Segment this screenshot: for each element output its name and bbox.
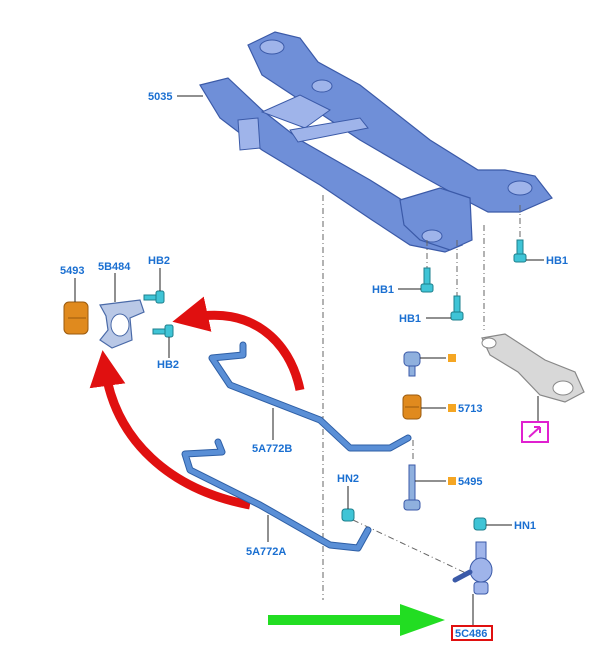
label-bar-a: 5A772A <box>246 546 286 558</box>
bolt-hb1-left-bottom[interactable] <box>450 295 464 321</box>
bolt-hb2-bottom[interactable] <box>152 324 174 338</box>
marker-5495 <box>448 477 456 485</box>
label-link: 5C486 <box>455 628 487 640</box>
stabilizer-bar-a[interactable] <box>181 438 372 552</box>
rear-subframe[interactable] <box>199 31 553 253</box>
link-highlight-box <box>451 625 493 641</box>
label-hn1: HN1 <box>514 520 536 532</box>
stud-top[interactable] <box>403 351 421 377</box>
red-arrow-upper <box>172 296 305 391</box>
nut-hn2[interactable] <box>341 508 355 522</box>
label-bushing: 5493 <box>60 265 84 277</box>
link-rod-5495[interactable] <box>403 464 421 511</box>
marker-5713 <box>448 404 456 412</box>
label-hb1-left-bottom: HB1 <box>399 313 421 325</box>
label-hb1-left-top: HB1 <box>372 284 394 296</box>
bump-stop-5713[interactable] <box>402 394 422 420</box>
stabilizer-bushing[interactable] <box>63 301 89 335</box>
bolt-hb2-top[interactable] <box>143 290 165 304</box>
rear-lower-arm[interactable] <box>481 333 585 403</box>
label-hb1-right: HB1 <box>546 255 568 267</box>
bolt-hb1-left-top[interactable] <box>420 267 434 293</box>
label-crossmember: 5035 <box>148 91 172 103</box>
label-hn2: HN2 <box>337 473 359 485</box>
nut-hn1[interactable] <box>473 517 487 531</box>
link-arrow-icon[interactable] <box>521 421 549 443</box>
stabilizer-link-5c486[interactable] <box>452 541 493 595</box>
label-bar-b: 5A772B <box>252 443 292 455</box>
label-5713: 5713 <box>458 403 482 415</box>
label-hb2-top: HB2 <box>148 255 170 267</box>
red-arrow-lower <box>89 350 251 510</box>
label-hb2-bottom: HB2 <box>157 359 179 371</box>
bolt-hb1-right[interactable] <box>513 239 527 263</box>
green-arrow <box>268 604 445 636</box>
label-5495: 5495 <box>458 476 482 488</box>
label-bracket: 5B484 <box>98 261 131 273</box>
marker-top <box>448 354 456 362</box>
stabilizer-bar-b[interactable] <box>208 341 412 452</box>
stabilizer-bracket[interactable] <box>99 299 145 349</box>
